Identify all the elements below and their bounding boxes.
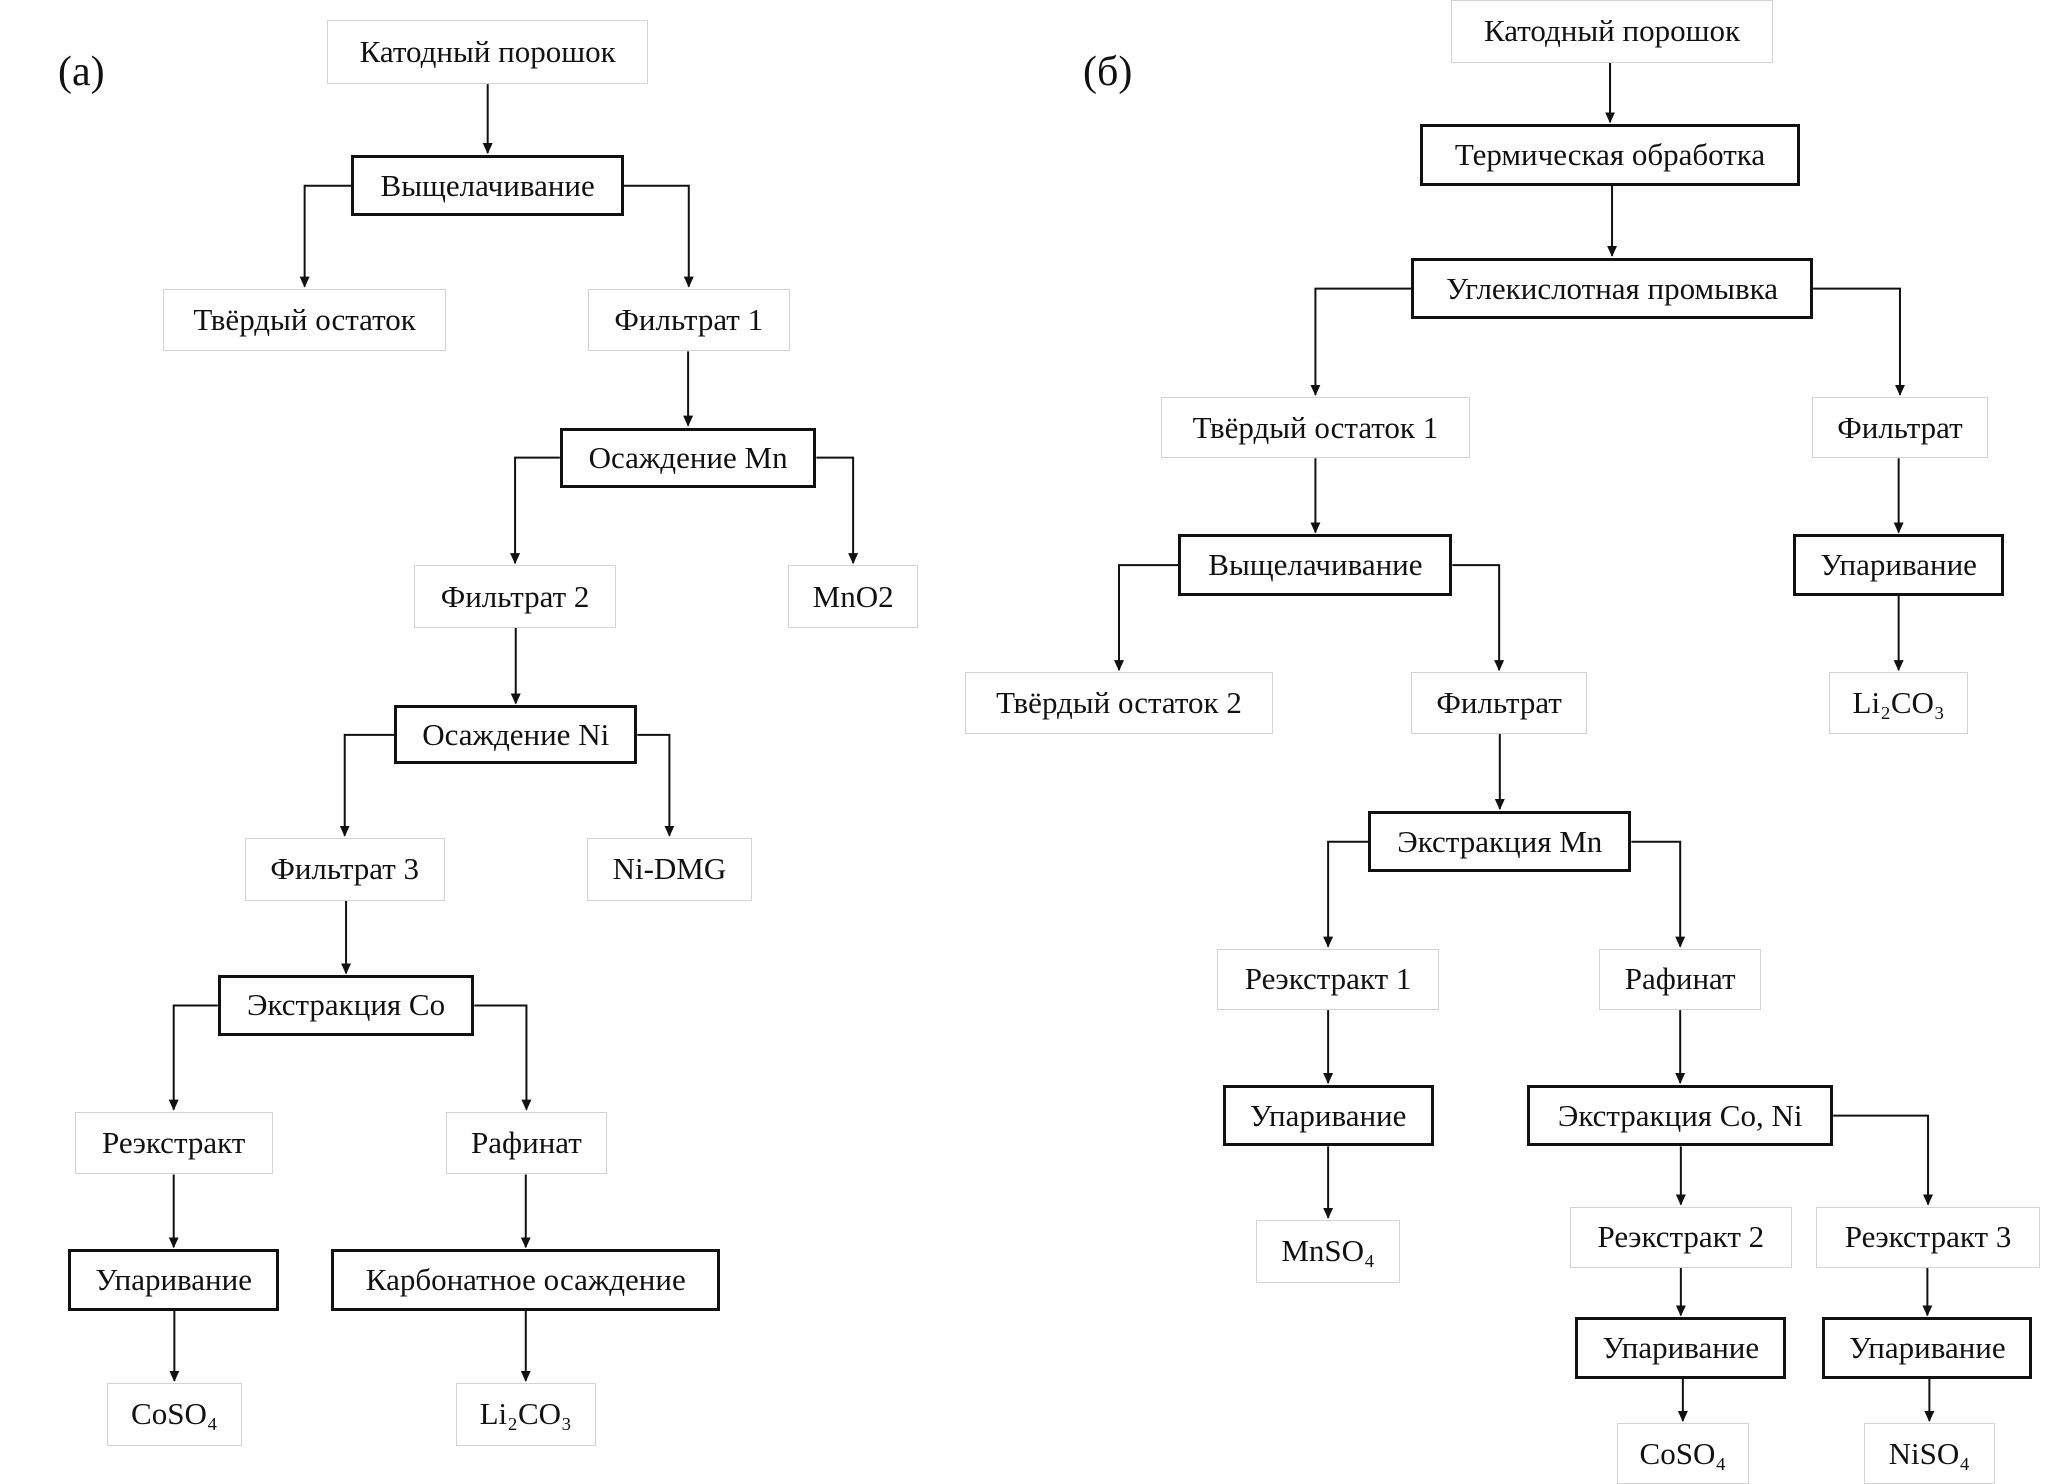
material-node-box: MnO2: [788, 565, 918, 628]
node-label: Упаривание: [95, 1262, 252, 1297]
flow-arrow: [299, 184, 352, 288]
material-node-box: MnSO₄: [1255, 1219, 1401, 1283]
node-label: Реэкстракт: [102, 1125, 246, 1161]
material-node-box: Li₂CO₃: [1829, 672, 1969, 734]
node-label: Реэкстракт 1: [1244, 961, 1412, 997]
material-node-box: Катодный порошок: [1451, 0, 1774, 63]
node-label: NiSO₄: [1888, 1435, 1971, 1471]
material-node-box: Li₂CO₃: [455, 1382, 596, 1446]
node-label: Осаждение Mn: [588, 439, 788, 475]
process-step-box: Выщелачивание: [351, 154, 624, 217]
node-label: Li₂CO₃: [479, 1396, 572, 1432]
material-node-box: Ni-DMG: [586, 837, 753, 901]
material-node-box: CoSO₄: [1616, 1422, 1749, 1484]
process-step-box: Упаривание: [1222, 1084, 1434, 1147]
process-step-box: Термическая обработка: [1420, 124, 1800, 186]
node-label: Упаривание: [1249, 1097, 1407, 1133]
node-label: CoSO₄: [131, 1396, 218, 1432]
node-label: Экстракция Mn: [1397, 823, 1603, 859]
node-label: Выщелачивание: [1208, 547, 1423, 583]
process-step-box: Упаривание: [1822, 1317, 2033, 1379]
node-label: Упаривание: [1602, 1330, 1760, 1366]
process-step-box: Экстракция Mn: [1368, 811, 1632, 873]
flow-arrow: [474, 1004, 532, 1111]
process-step-box: Выщелачивание: [1178, 534, 1453, 596]
flow-arrow: [1310, 287, 1411, 396]
node-label: Осаждение Ni: [422, 716, 610, 752]
node-label: Твёрдый остаток 1: [1192, 409, 1439, 445]
flow-arrow: [623, 184, 694, 288]
process-step-box: Экстракция Co: [217, 975, 475, 1036]
node-label: Выщелачивание: [380, 167, 595, 203]
node-label: MnO2: [812, 578, 894, 614]
node-label: Фильтрат: [1436, 684, 1562, 720]
flow-arrow: [1114, 564, 1179, 672]
material-node-box: Фильтрат: [1410, 672, 1588, 734]
node-label: Li₂CO₃: [1852, 684, 1945, 720]
node-label: Фильтрат 1: [614, 301, 764, 337]
node-label: Катодный порошок: [359, 34, 616, 70]
process-step-box: Упаривание: [68, 1249, 280, 1311]
node-label: Реэкстракт 2: [1597, 1219, 1765, 1255]
node-label: Рафинат: [471, 1125, 582, 1161]
material-node-box: Реэкстракт 2: [1569, 1206, 1792, 1268]
flow-arrow: [1833, 1114, 1934, 1206]
process-step-box: Карбонатное осаждение: [331, 1249, 721, 1311]
node-label: Фильтрат 3: [270, 851, 420, 887]
node-label: CoSO₄: [1639, 1435, 1727, 1471]
material-node-box: Реэкстракт: [74, 1111, 273, 1175]
flow-arrow: [1813, 287, 1905, 396]
flow-arrow: [510, 456, 560, 565]
node-label: Карбонатное осаждение: [365, 1262, 686, 1297]
node-label: Упаривание: [1849, 1330, 2006, 1366]
flow-arrow: [816, 456, 859, 565]
node-label: Углекислотная промывка: [1446, 270, 1778, 306]
material-node-box: Твёрдый остаток: [163, 288, 447, 352]
material-node-box: Реэкстракт 1: [1217, 948, 1439, 1011]
material-node-box: Рафинат: [446, 1111, 607, 1175]
panel-label-a: (a): [58, 49, 105, 95]
process-step-box: Осаждение Ni: [394, 705, 638, 765]
node-label: Термическая обработка: [1454, 136, 1766, 172]
process-step-box: Осаждение Mn: [559, 427, 817, 488]
node-label: Ni-DMG: [612, 851, 727, 887]
process-step-box: Упаривание: [1575, 1317, 1787, 1379]
node-label: Твёрдый остаток: [193, 301, 416, 337]
node-label: Экстракция Co: [246, 987, 446, 1023]
material-node-box: Фильтрат 2: [414, 565, 616, 628]
material-node-box: Реэкстракт 3: [1815, 1206, 2041, 1268]
flow-arrow: [1323, 840, 1369, 948]
material-node-box: CoSO₄: [106, 1382, 242, 1446]
flow-arrow: [339, 733, 395, 837]
panel-label-b: (б): [1083, 49, 1133, 95]
node-label: Фильтрат: [1837, 409, 1963, 445]
process-step-box: Углекислотная промывка: [1410, 257, 1814, 320]
material-node-box: Фильтрат 1: [587, 288, 790, 352]
node-label: Экстракция Co, Ni: [1557, 1097, 1803, 1133]
flow-arrow: [637, 733, 675, 837]
material-node-box: Фильтрат 3: [244, 837, 445, 901]
node-label: Катодный порошок: [1484, 13, 1741, 49]
flow-arrow: [1631, 840, 1686, 948]
material-node-box: NiSO₄: [1863, 1422, 1995, 1484]
material-node-box: Твёрдый остаток 1: [1161, 396, 1470, 459]
material-node-box: Фильтрат: [1811, 396, 1989, 459]
flow-arrow: [168, 1004, 218, 1111]
node-label: Рафинат: [1624, 961, 1736, 997]
process-step-box: Упаривание: [1793, 534, 2005, 596]
node-label: Упаривание: [1820, 547, 1977, 583]
material-node-box: Катодный порошок: [327, 20, 649, 85]
flow-arrow: [1452, 564, 1505, 672]
node-label: Твёрдый остаток 2: [996, 684, 1242, 720]
node-label: MnSO₄: [1281, 1233, 1375, 1269]
node-label: Фильтрат 2: [440, 578, 590, 614]
material-node-box: Твёрдый остаток 2: [964, 672, 1274, 734]
material-node-box: Рафинат: [1599, 948, 1762, 1011]
node-label: Реэкстракт 3: [1844, 1219, 2012, 1255]
process-step-box: Экстракция Co, Ni: [1527, 1084, 1834, 1147]
